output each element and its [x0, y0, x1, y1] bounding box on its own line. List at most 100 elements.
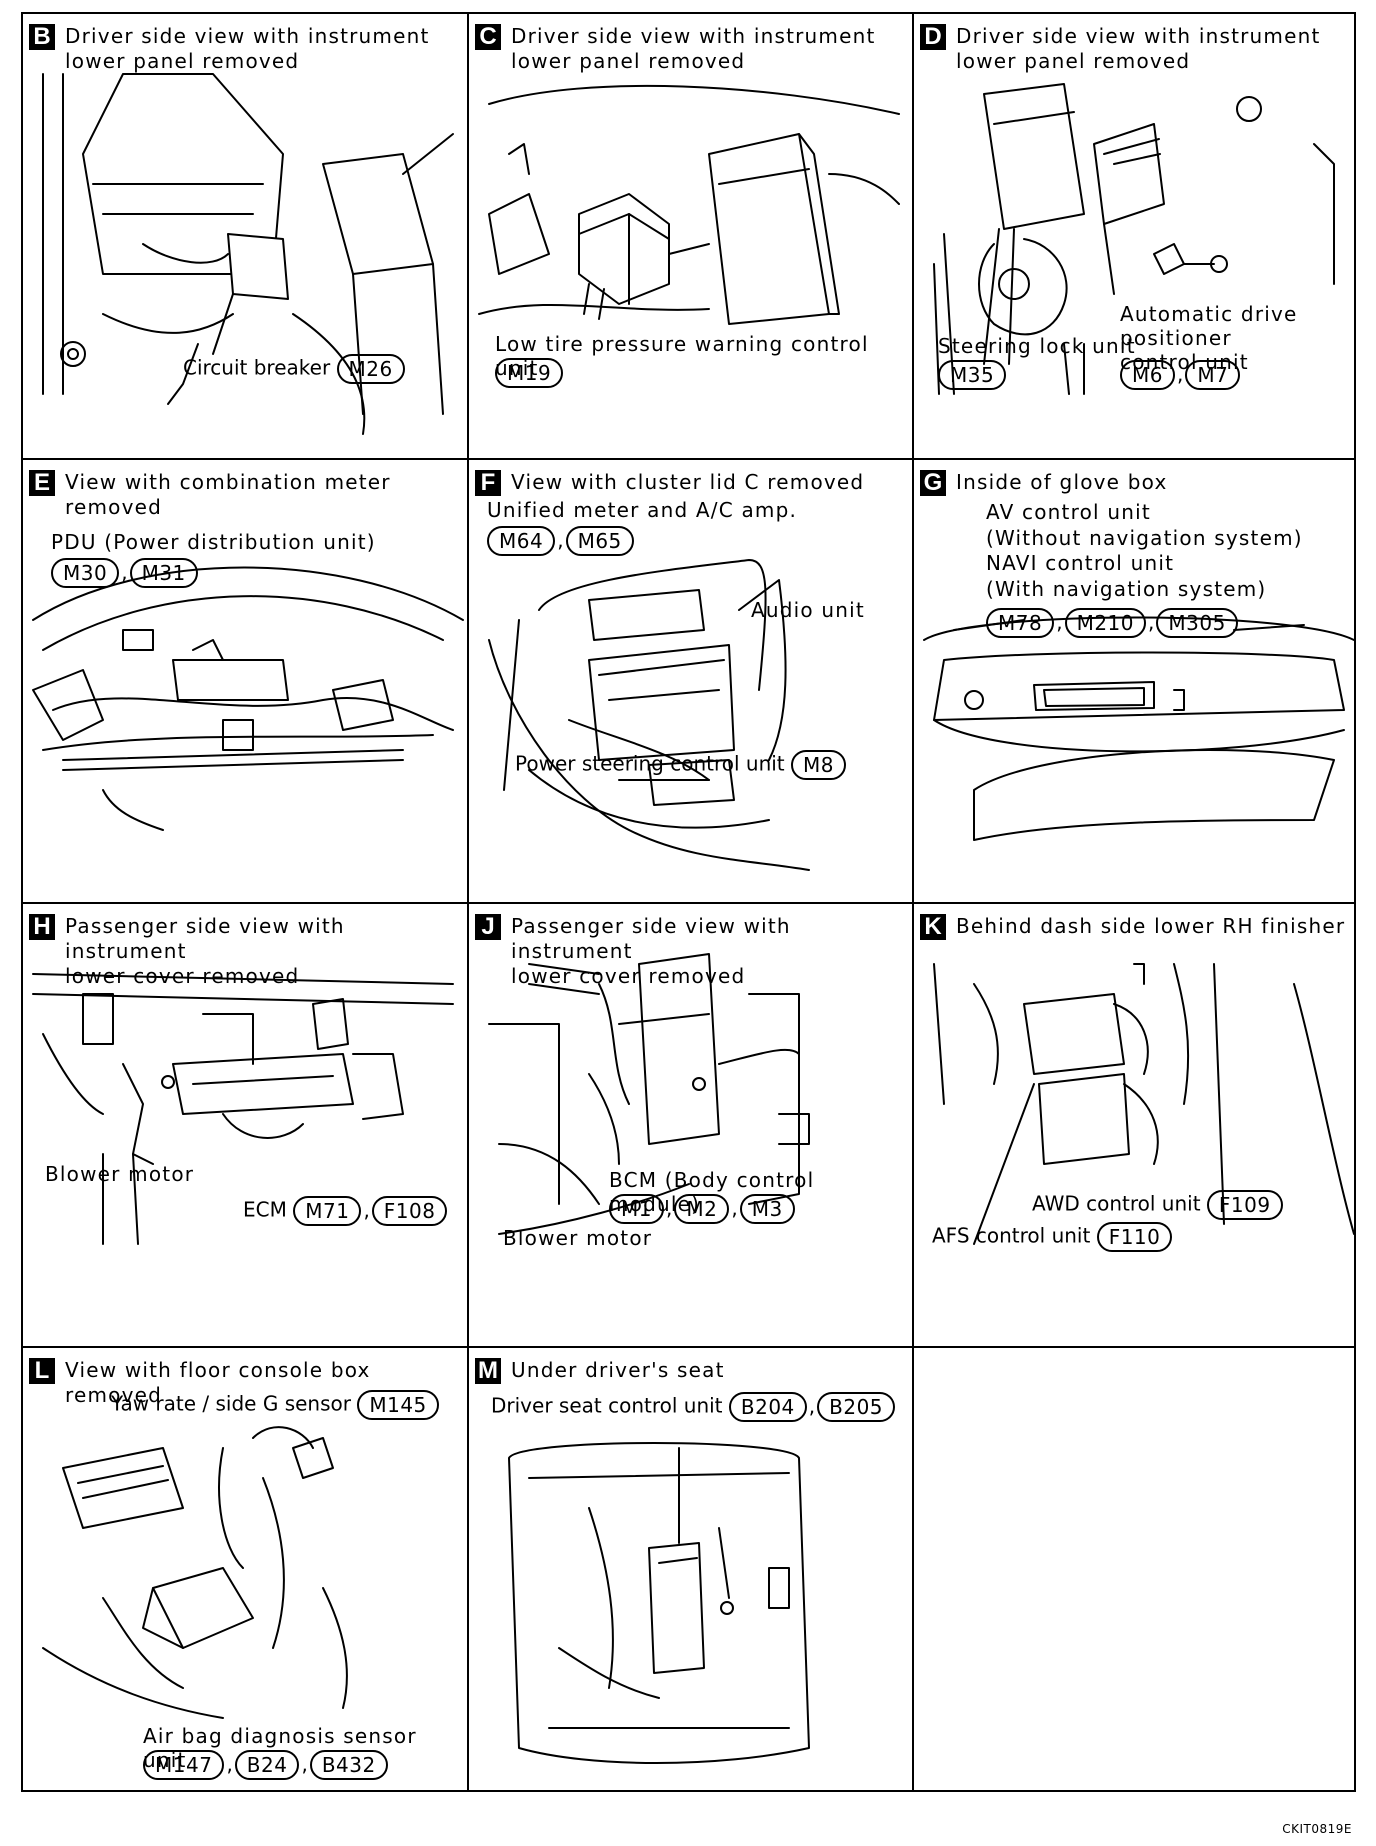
panel-title: Passenger side view with instrument lowe… — [65, 914, 345, 988]
connector-m3: M3 — [739, 1194, 795, 1224]
component-label: Unified meter and A/C amp. — [487, 498, 798, 522]
panel-k-illustration — [933, 963, 1355, 1245]
panel-k: K Behind dash side lower RH finisher AWD… — [914, 904, 1358, 1346]
panel-m-illustration — [508, 1442, 810, 1764]
panel-title: Driver side view with instrument lower p… — [65, 24, 430, 73]
connector-m64: M64 — [487, 526, 556, 556]
reference-code: CKIT0819E — [1282, 1822, 1352, 1836]
panel-title: Passenger side view with instrument lowe… — [511, 914, 791, 988]
panel-letter-badge: H — [29, 914, 55, 940]
panel-letter-badge: G — [920, 470, 946, 496]
pdu-connectors: M30,M31 — [51, 558, 198, 588]
panel-d: D Driver side view with instrument lower… — [914, 14, 1358, 458]
panel-title: Behind dash side lower RH finisher — [956, 914, 1346, 938]
auto-drive-positioner-connectors: M6,M7 — [1120, 360, 1241, 390]
panel-letter-badge: F — [475, 470, 501, 496]
panel-f: F View with cluster lid C removed Unifie… — [469, 460, 912, 902]
component-label: Audio unit — [751, 598, 865, 622]
connector-b432: B432 — [309, 1750, 388, 1780]
connector-m8: M8 — [791, 750, 846, 780]
connector-m19: M19 — [495, 358, 564, 388]
connector-b24: B24 — [234, 1750, 300, 1780]
component-label: ECM — [243, 1197, 287, 1222]
component-label: Power steering control unit — [515, 751, 785, 776]
component-label: Blower motor — [503, 1226, 653, 1250]
component-label: Circuit breaker — [183, 355, 331, 380]
connector-m210: M210 — [1064, 608, 1147, 638]
connector-m35: M35 — [938, 360, 1007, 390]
panel-b-illustration — [42, 73, 454, 435]
panel-letter-badge: B — [29, 24, 55, 50]
panel-title: View with floor console box removed — [65, 1358, 371, 1407]
panel-letter-badge: L — [29, 1358, 55, 1384]
connector-b204: B204 — [728, 1392, 807, 1422]
component-label: Driver seat control unit — [491, 1393, 723, 1418]
grid-divider — [23, 1346, 1354, 1348]
connector-m305: M305 — [1156, 608, 1238, 638]
panel-letter-badge: J — [475, 914, 501, 940]
panel-c: C Driver side view with instrument lower… — [469, 14, 912, 458]
connector-m31: M31 — [129, 558, 198, 588]
panel-c-illustration — [478, 84, 900, 325]
panel-d-illustration — [933, 83, 1335, 395]
panel-letter-badge: M — [475, 1358, 501, 1384]
panel-l: L View with floor console box removed Ya… — [23, 1348, 467, 1792]
connector-m1: M1 — [609, 1194, 664, 1224]
panel-letter-badge: E — [29, 470, 55, 496]
bcm-connectors: M1,M2,M3 — [609, 1194, 795, 1224]
connector-m30: M30 — [51, 558, 120, 588]
empty-panel — [914, 1348, 1358, 1792]
diagram-grid: B Driver side view with instrument lower… — [21, 12, 1356, 1792]
connector-m71: M71 — [293, 1196, 362, 1226]
panel-g-illustration — [923, 616, 1355, 841]
component-label: AV control unit (Without navigation syst… — [986, 500, 1303, 601]
component-label: Blower motor — [45, 1162, 195, 1186]
panel-title: View with combination meter removed — [65, 470, 391, 519]
panel-title: Under driver's seat — [511, 1358, 725, 1382]
panel-letter-badge: K — [920, 914, 946, 940]
connector-m6: M6 — [1120, 360, 1175, 390]
connector-m7: M7 — [1185, 360, 1241, 390]
panel-e: E View with combination meter removed PD… — [23, 460, 467, 902]
component-label: Steering lock unit — [938, 334, 1136, 358]
air-bag-connectors: M147,B24,B432 — [143, 1750, 388, 1780]
connector-m2: M2 — [674, 1194, 730, 1224]
panel-j: J Passenger side view with instrument lo… — [469, 904, 912, 1346]
panel-title: Driver side view with instrument lower p… — [511, 24, 876, 73]
component-label: AWD control unit — [1032, 1191, 1201, 1216]
low-tire-pressure-connectors: M19 — [495, 358, 564, 388]
steering-lock-connectors: M35 — [938, 360, 1007, 390]
component-label: AFS control unit — [932, 1223, 1091, 1248]
panel-g: G Inside of glove box AV control unit (W… — [914, 460, 1358, 902]
connector-m147: M147 — [143, 1750, 225, 1780]
panel-f-illustration — [488, 559, 810, 871]
connector-m26: M26 — [336, 354, 405, 384]
av-navi-connectors: M78,M210,M305 — [986, 608, 1238, 638]
panel-j-illustration — [488, 953, 810, 1235]
component-label: PDU (Power distribution unit) — [51, 530, 376, 554]
grid-divider — [23, 458, 1354, 460]
component-label: Yaw rate / side G sensor — [111, 1391, 351, 1416]
yaw-rate-callout: Yaw rate / side G sensor M145 — [111, 1390, 439, 1420]
panel-h-illustration — [32, 973, 454, 1245]
panel-letter-badge: C — [475, 24, 501, 50]
grid-divider — [23, 902, 1354, 904]
connector-m145: M145 — [357, 1390, 439, 1420]
panel-b: B Driver side view with instrument lower… — [23, 14, 467, 458]
connector-m78: M78 — [986, 608, 1055, 638]
connector-m65: M65 — [565, 526, 634, 556]
panel-title: View with cluster lid C removed — [511, 470, 865, 494]
panel-e-illustration — [32, 566, 464, 831]
connector-f110: F110 — [1096, 1222, 1173, 1252]
panel-l-illustration — [42, 1426, 348, 1719]
panel-h: H Passenger side view with instrument lo… — [23, 904, 467, 1346]
power-steering-callout: Power steering control unit M8 — [515, 750, 846, 780]
awd-callout: AWD control unit F109 — [1032, 1190, 1283, 1220]
panel-title: Driver side view with instrument lower p… — [956, 24, 1321, 73]
connector-f109: F109 — [1206, 1190, 1283, 1220]
connector-f108: F108 — [371, 1196, 448, 1226]
panel-letter-badge: D — [920, 24, 946, 50]
ecm-callout: ECM M71,F108 — [243, 1196, 448, 1226]
driver-seat-callout: Driver seat control unit B204,B205 — [491, 1392, 896, 1422]
panel-m: M Under driver's seat Driver seat contro… — [469, 1348, 912, 1792]
